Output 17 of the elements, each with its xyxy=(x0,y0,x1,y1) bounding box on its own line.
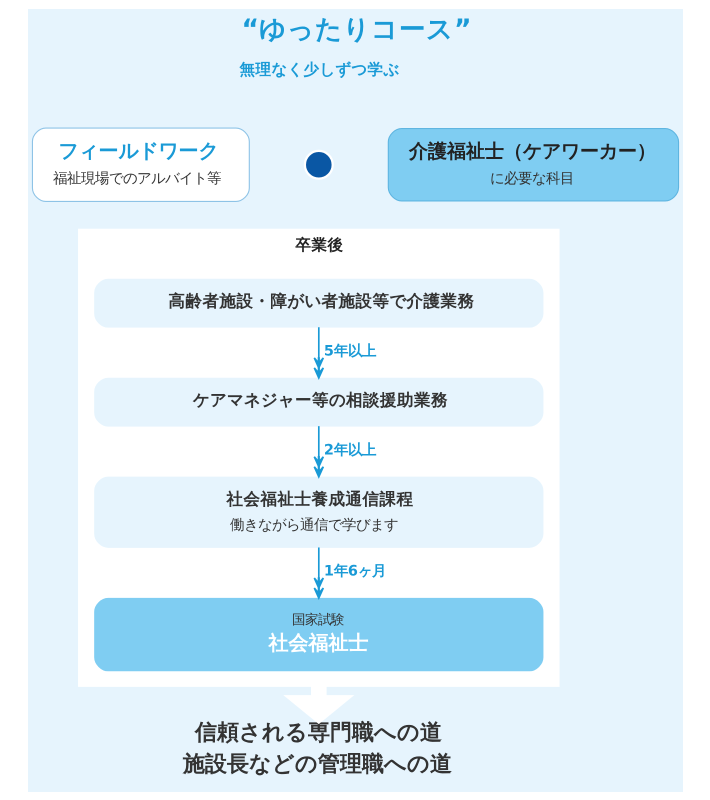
edge-label: 5年以上 xyxy=(323,342,376,359)
edge-label: 1年6ヶ月 xyxy=(323,563,386,580)
arrow xyxy=(282,686,354,724)
node-box: 社会福祉士養成通信課程 働きながら通信で学びます xyxy=(94,476,543,548)
arrow xyxy=(312,546,324,598)
node-box: フィールドワーク 福祉現場でのアルバイト等 xyxy=(31,127,250,202)
arrow xyxy=(312,326,324,378)
node-box: 高齢者施設・障がい者施設等で介護業務 xyxy=(94,278,543,328)
node-text: 信頼される専門職への道 施設長などの管理職への道 xyxy=(182,719,452,776)
node-box: 国家試験 社会福祉士 xyxy=(94,597,543,671)
arrow xyxy=(312,426,324,478)
node-box: 介護福祉士（ケアワーカー） に必要な科目 xyxy=(387,128,679,201)
node-circle xyxy=(303,149,334,180)
node-box: ケアマネジャー等の相談援助業務 xyxy=(94,377,543,426)
diagram-title: “ゆったりコース” xyxy=(241,14,472,45)
label: 無理なく少しずつ学ぶ xyxy=(238,60,399,78)
edge-label: 2年以上 xyxy=(323,442,376,458)
